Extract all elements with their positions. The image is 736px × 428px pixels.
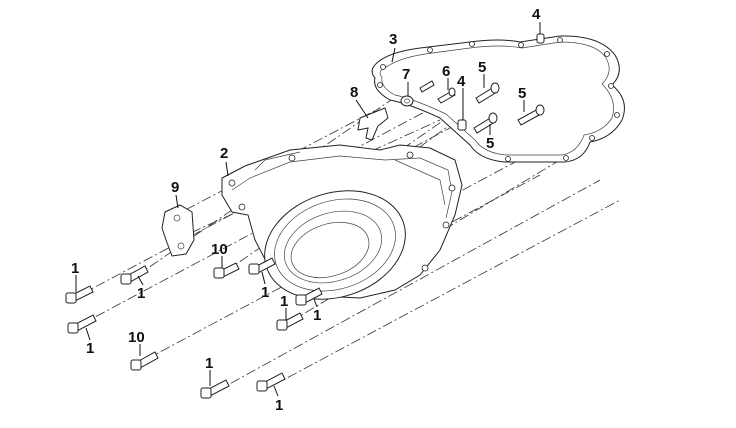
bolt-1-d: [248, 257, 276, 275]
callout-1-f: 1: [86, 340, 95, 357]
callout-10-upper: 10: [211, 241, 228, 258]
callout-10-lower: 10: [128, 329, 145, 346]
bolt-5-lower: [473, 112, 498, 134]
bolt-1-h: [256, 372, 286, 392]
callout-1-b: 1: [137, 285, 146, 302]
bolt-1-a: [65, 285, 94, 304]
callout-5-lower: 5: [486, 135, 495, 152]
bracket-8: [357, 107, 389, 141]
generator-cover: [221, 144, 463, 300]
bolt-10-b: [130, 351, 159, 371]
callout-2: 2: [220, 145, 229, 162]
bolt-1-e: [295, 287, 323, 306]
bolt-small: [419, 80, 435, 93]
callout-4-mid: 4: [457, 73, 466, 90]
bolt-6: [437, 87, 456, 104]
callout-7: 7: [402, 66, 411, 83]
washer: [400, 95, 414, 107]
bolt-5-right: [517, 104, 545, 126]
plate-9: [161, 204, 195, 257]
callout-1-g: 1: [205, 355, 214, 372]
bolt-1-g: [200, 379, 230, 399]
bolt-5-upper: [475, 82, 500, 104]
gasket: [371, 35, 625, 163]
bolt-1-b: [120, 265, 149, 285]
callout-8: 8: [350, 84, 359, 101]
callout-1-h: 1: [275, 397, 284, 414]
callout-9: 9: [171, 179, 180, 196]
callout-1-d: 1: [280, 293, 289, 310]
callout-1-c: 1: [261, 284, 270, 301]
dowel-pin-upper: [536, 33, 545, 44]
callout-6: 6: [442, 63, 451, 80]
callout-5-upper: 5: [478, 59, 487, 76]
leader-lines: [75, 22, 541, 397]
bolt-1-f: [276, 312, 304, 331]
callout-1-a: 1: [71, 260, 80, 277]
bolt-1-c: [67, 314, 97, 334]
callout-1-e: 1: [313, 307, 322, 324]
bolt-10-a: [213, 262, 240, 279]
callout-3: 3: [389, 31, 398, 48]
dowel-pin-lower: [457, 119, 467, 131]
callout-4-top: 4: [532, 6, 541, 23]
callout-5-right: 5: [518, 85, 527, 102]
